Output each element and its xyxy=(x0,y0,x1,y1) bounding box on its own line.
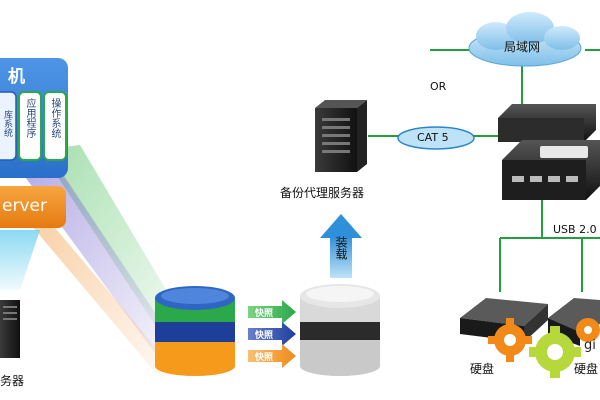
snapshot-arrow-orange xyxy=(248,344,296,368)
gear-icon-orange xyxy=(488,318,532,362)
backup-proxy-label: 备份代理服务器 xyxy=(280,186,365,200)
host-panel-title: 机 xyxy=(8,67,25,87)
gear-icon-orange-small xyxy=(576,318,600,342)
lan-cloud-label: 局域网 xyxy=(504,40,541,54)
beam-cyan xyxy=(0,230,40,290)
module-card-app xyxy=(18,91,42,161)
gear-text: gi xyxy=(584,338,596,353)
server-bar-label: erver xyxy=(2,196,47,216)
backup-proxy-tower xyxy=(315,100,367,172)
cat5-label: CAT 5 xyxy=(417,131,449,144)
snapshot-storage-cylinder xyxy=(155,286,235,376)
disk-right-label: 硬盘 xyxy=(574,362,599,376)
load-arrow-label: 装载 xyxy=(334,236,348,260)
snapshot-label-3: 快照 xyxy=(255,353,274,363)
partial-module-label: 库系统 xyxy=(2,110,12,137)
gear-icon-lime xyxy=(529,326,581,378)
left-server-tower xyxy=(0,300,20,358)
os-module-label: 操作系统 xyxy=(49,98,60,138)
snapshot-arrow-green xyxy=(248,300,296,324)
beam-orange xyxy=(10,200,175,378)
network-device-bottom xyxy=(502,140,600,200)
beam-green xyxy=(40,145,190,340)
disk-left-label: 硬盘 xyxy=(470,362,495,376)
load-arrow xyxy=(320,214,362,278)
module-card-partial xyxy=(0,91,17,161)
snapshot-label-2: 快照 xyxy=(255,331,274,341)
target-storage-cylinder xyxy=(300,284,380,376)
module-card-os xyxy=(43,91,67,161)
cat5-pill xyxy=(397,126,475,150)
snapshot-arrow-navy xyxy=(248,322,296,346)
left-server-label: 务器 xyxy=(0,374,25,388)
app-module-label: 应用程序 xyxy=(24,98,35,138)
snapshot-label-1: 快照 xyxy=(255,309,274,319)
usb-label: USB 2.0 xyxy=(553,223,597,236)
lan-cloud xyxy=(468,12,582,67)
network-device-top xyxy=(498,104,596,142)
or-label: OR xyxy=(430,80,447,93)
server-bar xyxy=(0,186,66,228)
